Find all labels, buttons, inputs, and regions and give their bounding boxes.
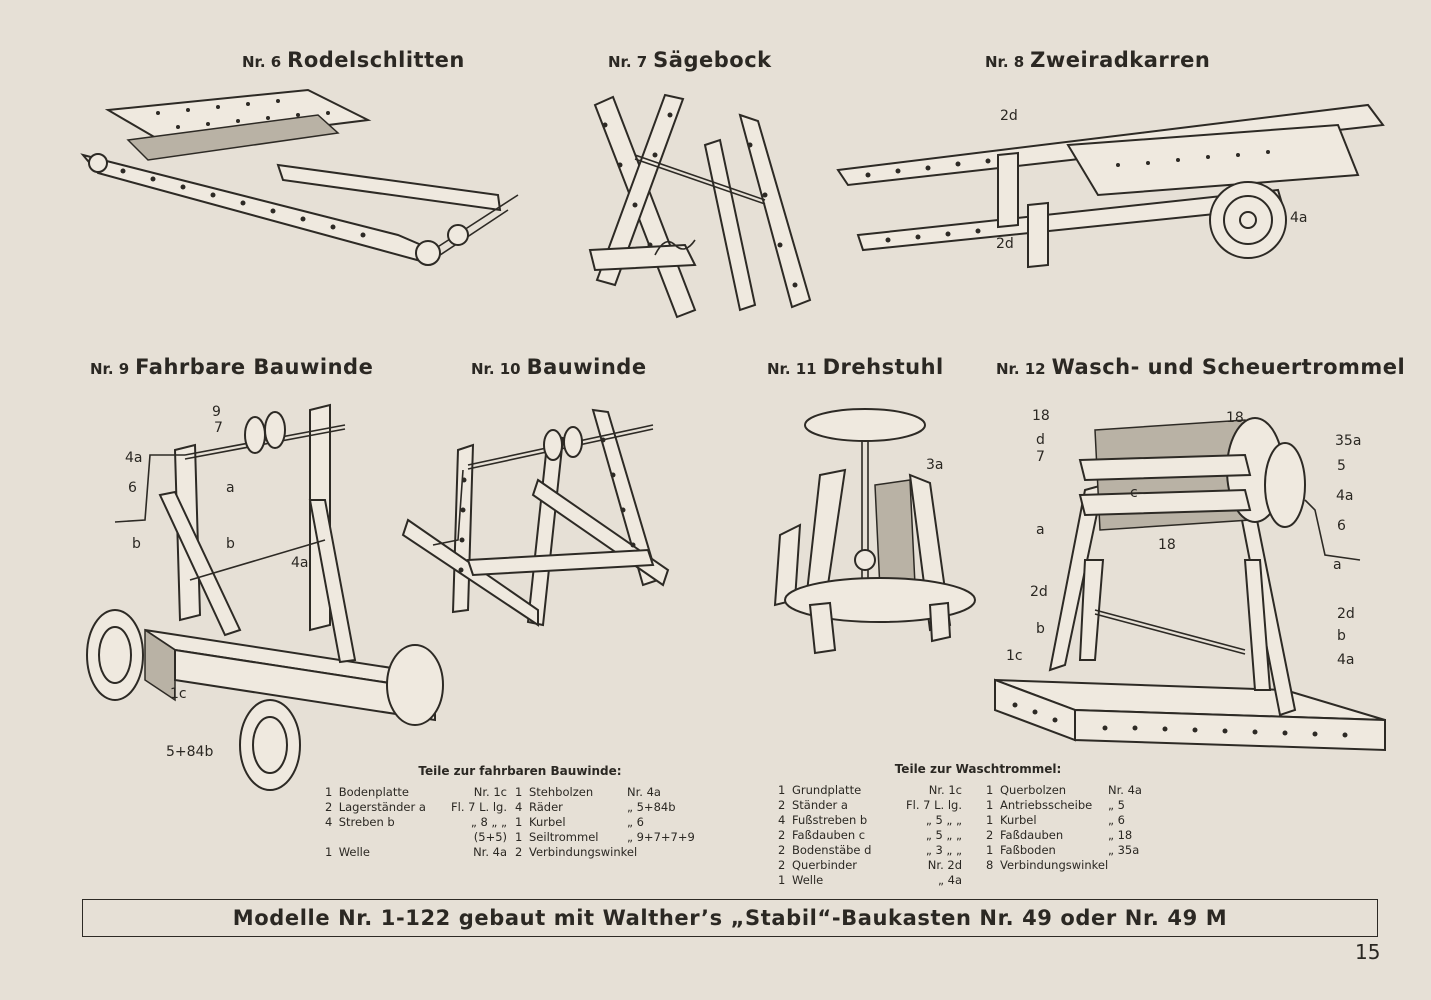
model-title-11: Nr. 11 Drehstuhl — [767, 355, 944, 379]
callout-label: 1c — [1006, 648, 1023, 664]
page-number: 15 — [1355, 940, 1381, 964]
model-title-8: Nr. 8 Zweiradkarren — [985, 48, 1210, 72]
winch-illustration — [398, 400, 678, 660]
model-name: Bauwinde — [526, 355, 647, 379]
callout-label: 2d — [1000, 108, 1018, 124]
swivel-chair-illustration — [770, 405, 980, 665]
callout-label: a — [1036, 522, 1045, 538]
sawhorse-illustration — [575, 85, 825, 335]
callout-label: b — [132, 536, 141, 552]
callout-label: b — [226, 536, 235, 552]
callout-label: 7 — [1036, 449, 1045, 465]
model-name: Fahrbare Bauwinde — [135, 355, 374, 379]
model-name: Wasch- und Scheuertrommel — [1051, 355, 1406, 379]
callout-label: 18 — [1032, 408, 1050, 424]
model-name: Sägebock — [653, 48, 772, 72]
parts-list-title: Teile zur Waschtrommel: — [894, 762, 1062, 776]
banner-text: Modelle Nr. 1-122 gebaut mit Walther’s „… — [232, 906, 1228, 930]
model-name: Zweiradkarren — [1030, 48, 1211, 72]
model-name: Drehstuhl — [822, 355, 944, 379]
model-title-12: Nr. 12 Wasch- und Scheuertrommel — [996, 355, 1405, 379]
callout-label: d — [1036, 432, 1045, 448]
callout-label: 1c — [170, 686, 187, 702]
model-title-7: Nr. 7 Sägebock — [608, 48, 772, 72]
washing-drum-illustration — [994, 410, 1390, 790]
callout-label: 2d — [1337, 606, 1355, 622]
model-title-6: Nr. 6 Rodelschlitten — [242, 48, 465, 72]
parts-row: (5+5) — [473, 830, 508, 844]
callout-label: 4a — [1290, 210, 1308, 226]
model-number: Nr. 8 — [985, 53, 1025, 71]
callout-label: a — [226, 480, 235, 496]
callout-label: 18 — [1158, 537, 1176, 553]
kit-banner: Modelle Nr. 1-122 gebaut mit Walther’s „… — [82, 899, 1378, 937]
callout-label: 18 — [1226, 410, 1244, 426]
model-title-9: Nr. 9 Fahrbare Bauwinde — [90, 355, 373, 379]
callout-label: 9 — [212, 404, 221, 420]
callout-label: 4a — [125, 450, 143, 466]
callout-label: c — [1130, 485, 1138, 501]
callout-label: 2d — [1030, 584, 1048, 600]
model-number: Nr. 12 — [996, 360, 1046, 378]
callout-label: 6 — [128, 480, 137, 496]
callout-label: 4a — [1336, 488, 1354, 504]
model-number: Nr. 10 — [471, 360, 521, 378]
model-number: Nr. 6 — [242, 53, 282, 71]
callout-label: 35a — [1335, 433, 1362, 449]
callout-label: b — [1036, 621, 1045, 637]
callout-label: b — [1337, 628, 1346, 644]
callout-label: 4a — [291, 555, 309, 571]
model-title-10: Nr. 10 Bauwinde — [471, 355, 647, 379]
callout-label: a — [1333, 557, 1342, 573]
model-number: Nr. 11 — [767, 360, 817, 378]
callout-label: 5+84b — [166, 744, 214, 760]
callout-label: 3a — [926, 457, 944, 473]
model-number: Nr. 9 — [90, 360, 130, 378]
callout-label: 5 — [1337, 458, 1346, 474]
model-number: Nr. 7 — [608, 53, 648, 71]
mobile-winch-illustration — [75, 400, 465, 791]
callout-label: 7 — [214, 420, 223, 436]
callout-label: 2d — [996, 236, 1014, 252]
sled-illustration — [78, 85, 528, 275]
callout-label: 6 — [1337, 518, 1346, 534]
callout-label: 4a — [1337, 652, 1355, 668]
parts-list-title: Teile zur fahrbaren Bauwinde: — [418, 764, 622, 778]
handcart-illustration — [836, 85, 1398, 285]
model-name: Rodelschlitten — [287, 48, 465, 72]
